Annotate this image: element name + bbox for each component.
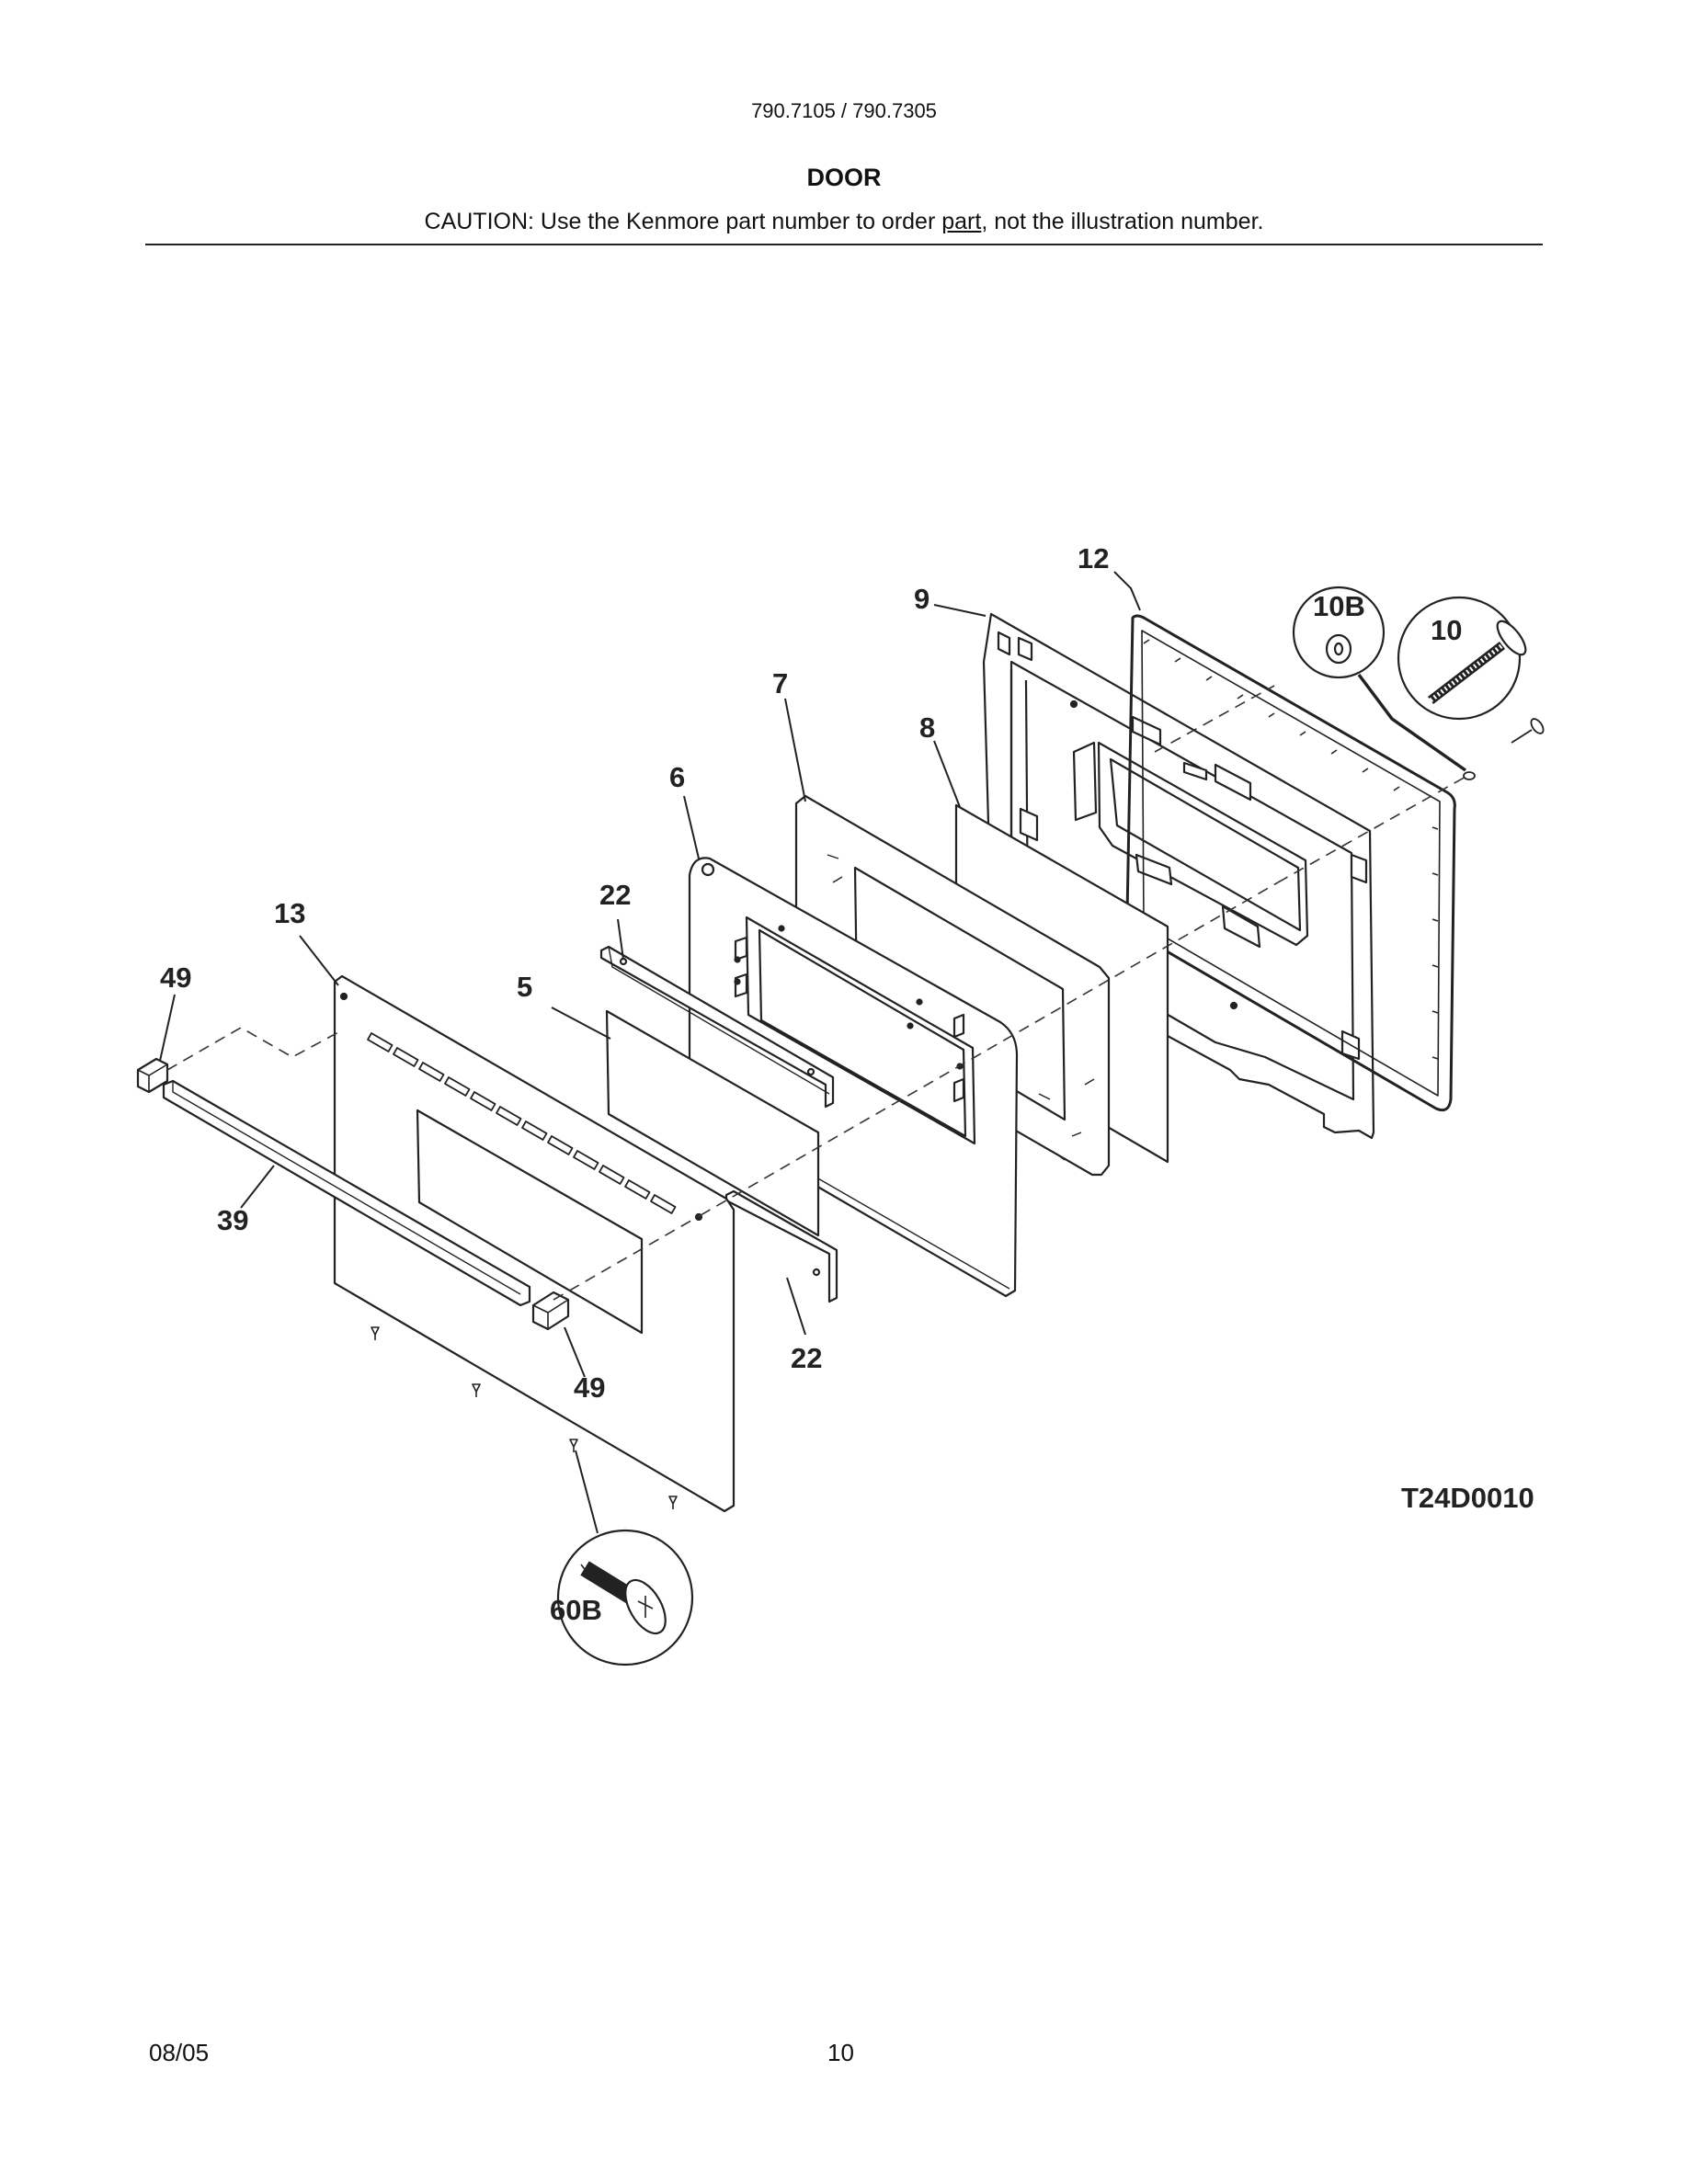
callout-7: 7 (772, 667, 788, 700)
vent-slots (367, 1032, 677, 1214)
outer-door-panel-part (333, 974, 736, 1513)
mounting-screw-small (1463, 718, 1545, 780)
panel-screws (371, 1326, 678, 1509)
leader-lines (159, 571, 1467, 1534)
caution-text-after: , not the illustration number. (981, 209, 1264, 234)
callout-13: 13 (274, 897, 305, 929)
callout-5: 5 (517, 971, 532, 1003)
callout-39: 39 (217, 1204, 248, 1236)
callout-49-left: 49 (160, 961, 191, 994)
handle-end-cap-right (531, 1291, 570, 1331)
callout-22-lower: 22 (791, 1342, 822, 1374)
footer-page-number: 10 (827, 2039, 854, 2066)
callout-49-right: 49 (574, 1371, 605, 1404)
callout-10: 10 (1431, 614, 1462, 646)
callout-12: 12 (1078, 542, 1109, 574)
header-divider (145, 244, 1543, 245)
caution-note: CAUTION: Use the Kenmore part number to … (0, 209, 1688, 235)
callout-60b: 60B (550, 1594, 602, 1626)
callout-22-upper: 22 (599, 879, 631, 911)
footer-date: 08/05 (149, 2039, 210, 2066)
screw-inset (1397, 596, 1527, 721)
callout-6: 6 (669, 761, 685, 793)
alignment-dashed-lines (166, 685, 1468, 1301)
page-title: DOOR (806, 164, 882, 191)
callout-10b: 10B (1313, 590, 1365, 622)
diagram-code: T24D0010 (1401, 1482, 1534, 1514)
glass-frame-part (688, 857, 1019, 1298)
callout-8: 8 (919, 711, 935, 744)
caution-text-before: CAUTION: Use the Kenmore part number to … (424, 209, 942, 234)
screw-60b-inset (556, 1529, 694, 1666)
handle-rail-part (162, 1079, 531, 1307)
handle-end-cap-left (136, 1057, 169, 1094)
washer-inset (1292, 586, 1386, 679)
outer-glass-part (605, 1009, 820, 1237)
caution-text-underlined: part (941, 209, 982, 234)
callout-labels: 12 9 10B 10 7 8 6 13 22 49 5 39 22 49 60… (160, 542, 1534, 1626)
lower-glass-retainer-part (724, 1189, 838, 1303)
door-gasket-part (1125, 614, 1456, 1112)
callout-9: 9 (914, 583, 930, 615)
model-number: 790.7105 / 790.7305 (751, 99, 937, 122)
